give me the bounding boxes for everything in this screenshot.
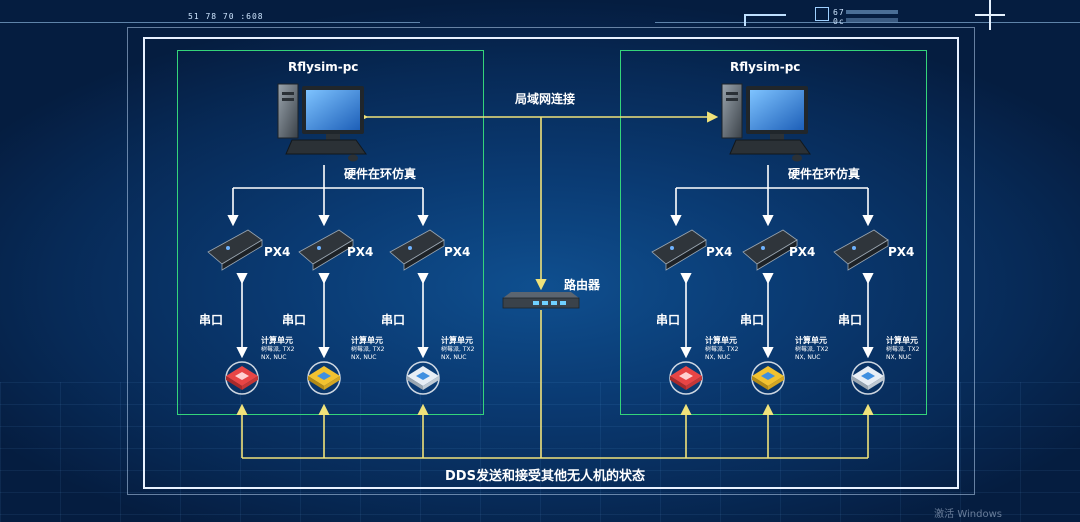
compute-title: 计算单元 [351,336,383,345]
compute-sub-1: 树莓派, TX2 [261,346,295,353]
compute-title: 计算单元 [886,336,918,345]
compute-sub-2: NX, NUC [351,354,377,361]
chip-icon-red-right [669,361,703,395]
px4-label-r1: PX4 [706,245,733,259]
dds-bus-lines [236,403,874,459]
compute-label-l2: 计算单元 树莓派, TX2 NX, NUC [351,336,384,362]
compute-sub-2: NX, NUC [886,354,912,361]
compute-label-l3: 计算单元 树莓派, TX2 NX, NUC [441,336,474,362]
px4-icon-l3 [389,229,445,271]
compute-title: 计算单元 [795,336,827,345]
px4-icon-r3 [833,229,889,271]
serial-label-l2: 串口 [282,313,307,327]
px4-icon-l2 [298,229,354,271]
outer-frame [143,37,959,489]
hud-bar-2 [846,18,898,22]
serial-label-l3: 串口 [381,313,406,327]
hud-top-right-a: 67 [833,8,845,17]
outer-thin-frame [127,27,975,495]
chip-icon-white-left [406,361,440,395]
compute-title: 计算单元 [261,336,293,345]
px4-label-l3: PX4 [444,245,471,259]
hil-lines [227,165,874,227]
serial-label-l1: 串口 [199,313,224,327]
serial-label-r2: 串口 [740,313,765,327]
serial-label-r1: 串口 [656,313,681,327]
computer-icon-left [277,83,367,162]
windows-watermark: 激活 Windows [934,509,1002,520]
dds-label: DDS发送和接受其他无人机的状态 [445,469,645,484]
router-label: 路由器 [564,278,601,292]
hud-top-line-left [0,22,420,23]
chip-icon-yellow-right [751,361,785,395]
compute-label-r3: 计算单元 树莓派, TX2 NX, NUC [886,336,919,362]
serial-label-r3: 串口 [838,313,863,327]
compute-label-r2: 计算单元 树莓派, TX2 NX, NUC [795,336,828,362]
px4-icon-r2 [742,229,798,271]
compute-sub-2: NX, NUC [705,354,731,361]
px4-icon-r1 [651,229,707,271]
px4-label-r3: PX4 [888,245,915,259]
px4-device-icons [207,229,889,271]
compute-sub-2: NX, NUC [261,354,287,361]
hud-corner-tl [744,14,786,26]
serial-lines [236,273,874,359]
pc-label-left: Rflysim-pc [288,60,359,74]
background-grid-floor [0,382,1080,522]
compute-title: 计算单元 [441,336,473,345]
computer-icon-right [721,83,811,162]
group-box-left [177,50,484,415]
hud-bar-1 [846,10,898,14]
hil-label-left: 硬件在环仿真 [344,167,417,181]
hud-badge [815,7,829,21]
px4-label-l1: PX4 [264,245,291,259]
compute-label-r1: 计算单元 树莓派, TX2 NX, NUC [705,336,738,362]
hil-label-right: 硬件在环仿真 [788,167,861,181]
router-icon [502,292,580,309]
compute-sub-1: 树莓派, TX2 [441,346,475,353]
compute-sub-1: 树莓派, TX2 [795,346,829,353]
chip-icon-yellow-left [307,361,341,395]
lan-connection-lines [357,111,719,458]
compute-title: 计算单元 [705,336,737,345]
chip-icon-red-left [225,361,259,395]
compute-label-l1: 计算单元 树莓派, TX2 NX, NUC [261,336,294,362]
px4-label-l2: PX4 [347,245,374,259]
hud-top-right-b: 0c [833,17,845,26]
compute-sub-2: NX, NUC [441,354,467,361]
px4-icon-l1 [207,229,263,271]
px4-label-r2: PX4 [789,245,816,259]
compute-sub-1: 树莓派, TX2 [351,346,385,353]
hud-top-numbers: 51 78 70 :608 [188,12,264,21]
hud-top-line-right [655,22,1080,23]
chip-icon-white-right [851,361,885,395]
compute-chip-icons [225,361,885,395]
pc-label-right: Rflysim-pc [730,60,801,74]
lan-connection-label: 局域网连接 [515,92,576,106]
compute-sub-1: 树莓派, TX2 [886,346,920,353]
compute-sub-2: NX, NUC [795,354,821,361]
hud-plus-icon [975,0,1005,30]
compute-sub-1: 树莓派, TX2 [705,346,739,353]
